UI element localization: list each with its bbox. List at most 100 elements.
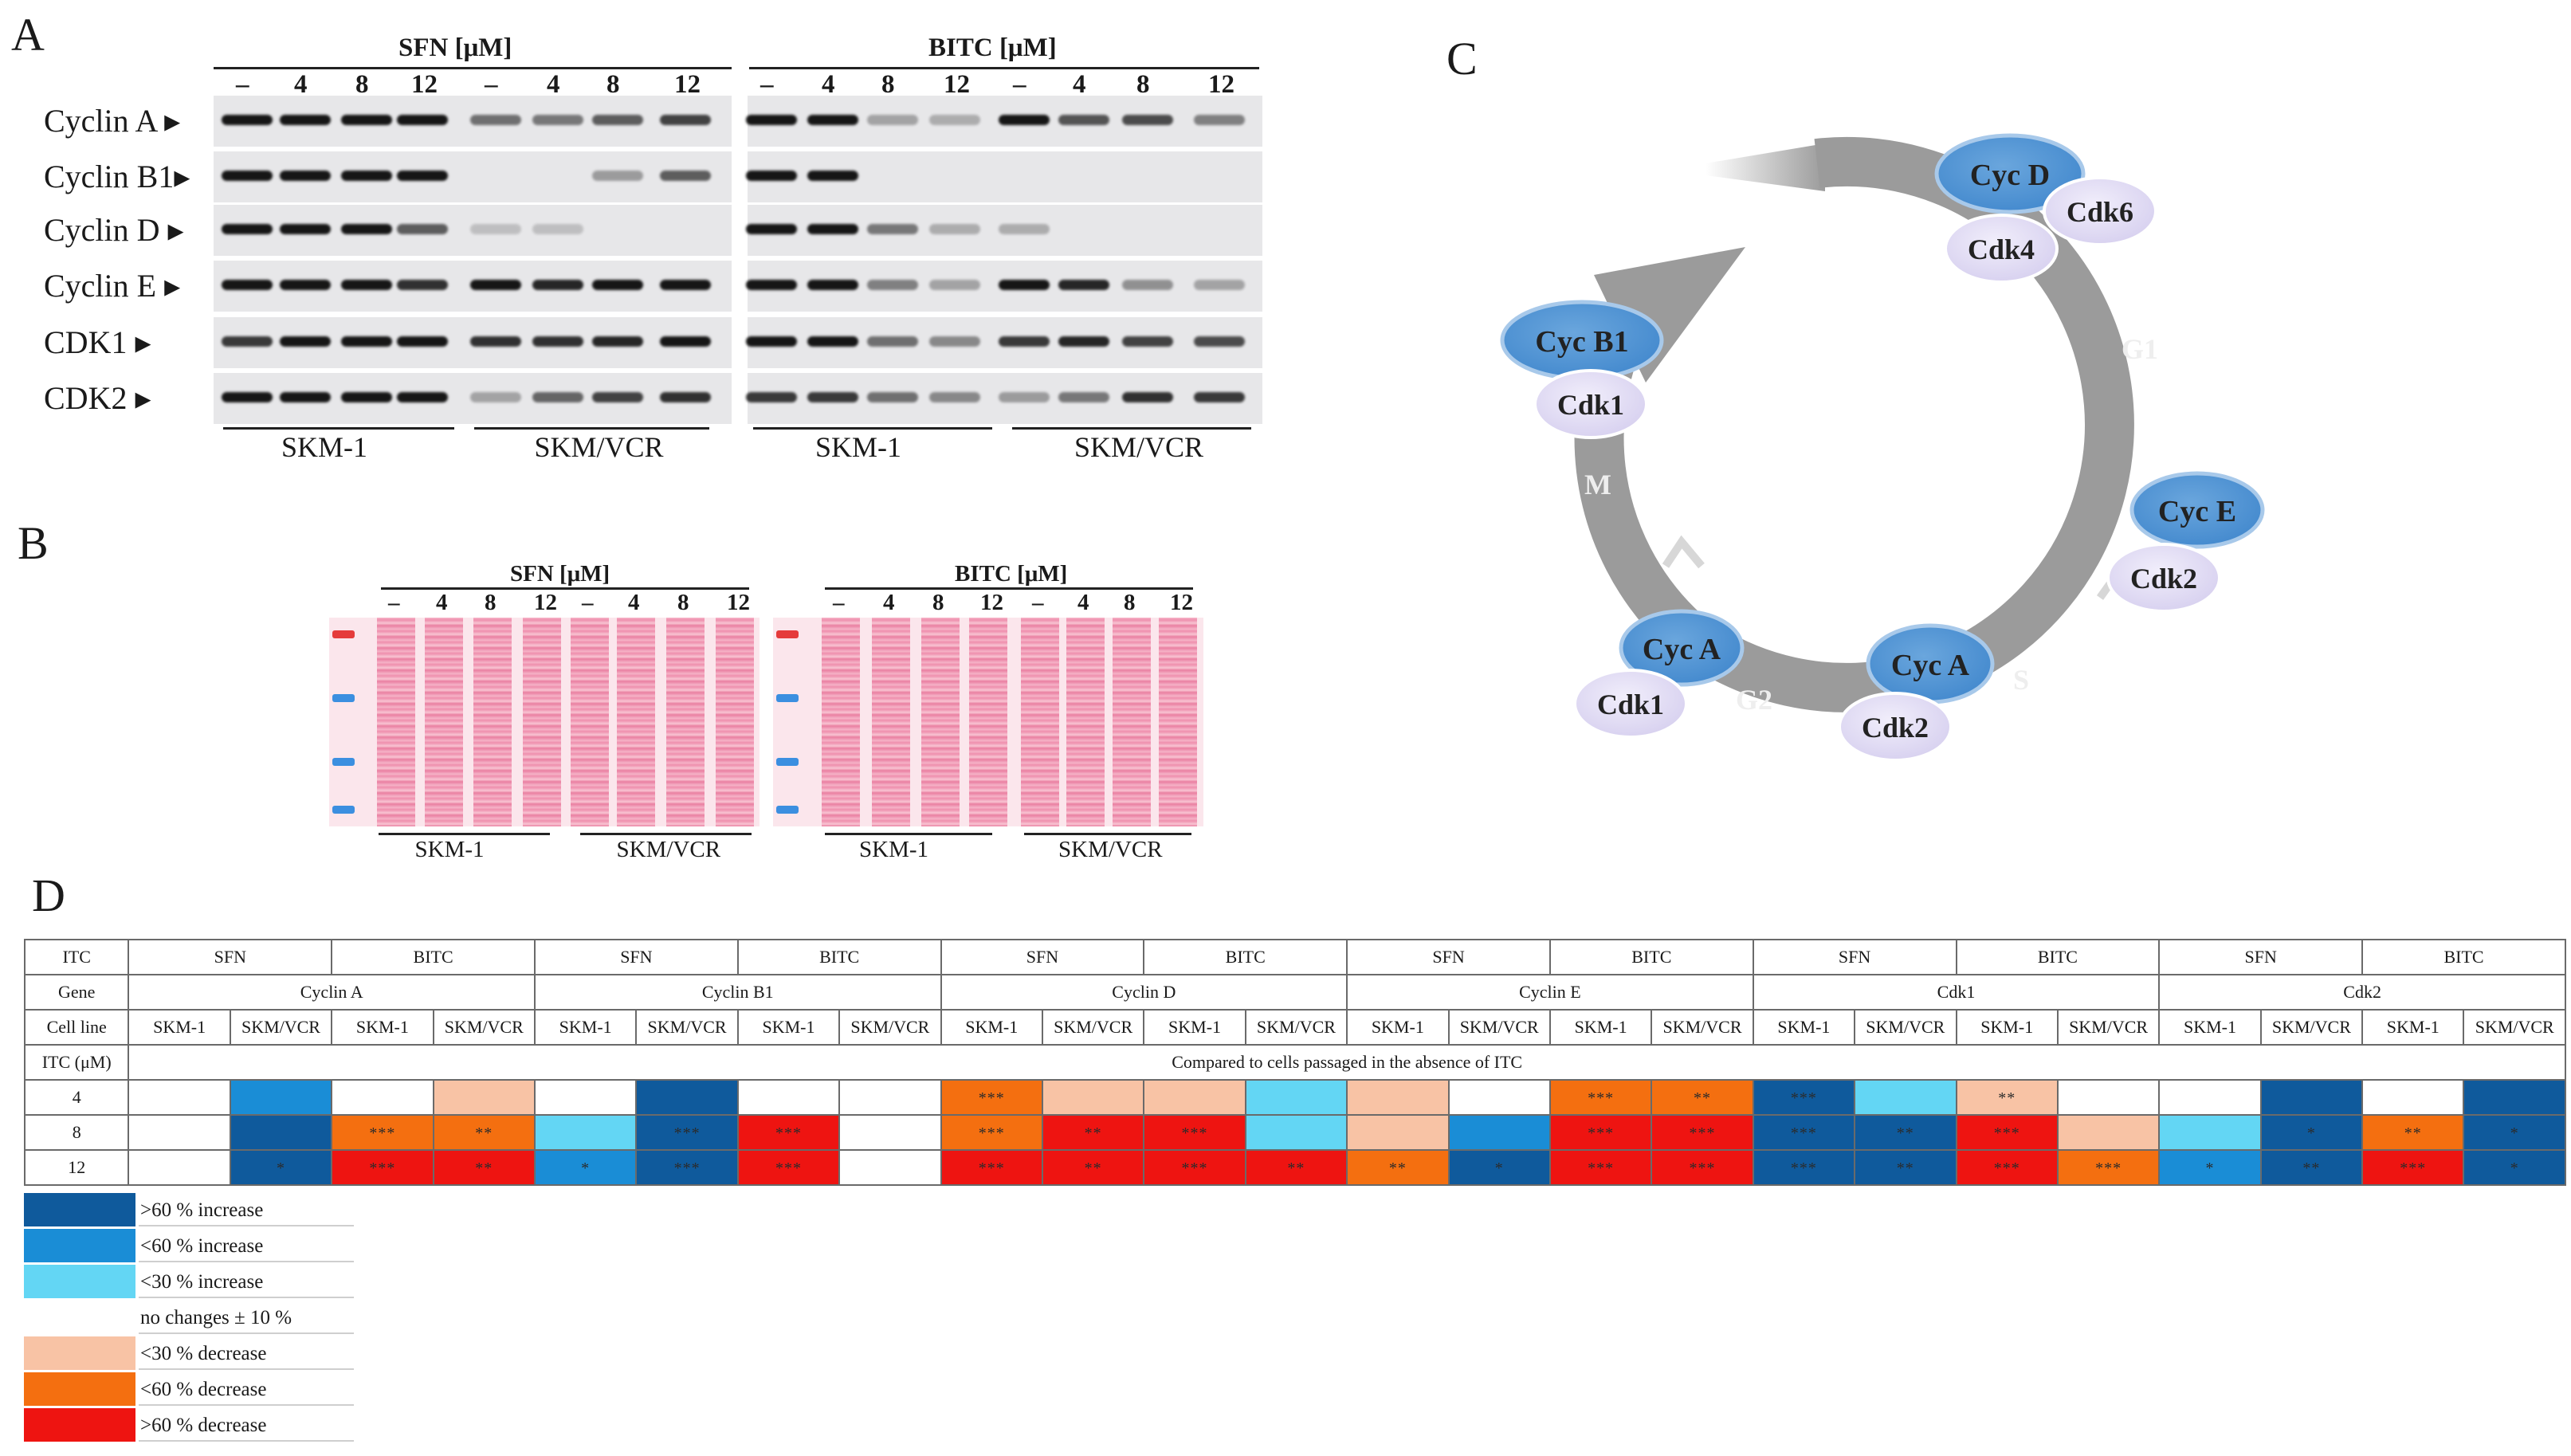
significance-stars: *** (369, 1124, 396, 1142)
legend-swatch (24, 1193, 135, 1226)
gene-header: Cyclin A (128, 974, 536, 1011)
legend-swatch (24, 1301, 135, 1334)
cdk6-node (2043, 176, 2157, 246)
dose-label: – (760, 70, 774, 99)
cell-line-header: SKM-1 (2361, 1009, 2465, 1046)
protein-band (929, 115, 980, 125)
protein-band (929, 336, 980, 347)
heatmap-cell: ** (1651, 1079, 1754, 1116)
dose-label: 8 (606, 70, 620, 99)
ladder-band (776, 806, 799, 814)
legend-swatch (24, 1336, 135, 1370)
stain-lane (473, 618, 512, 826)
stain-lane (921, 618, 960, 826)
heatmap-cell: *** (1752, 1149, 1856, 1186)
protein-band (746, 171, 797, 181)
legend-swatch (24, 1229, 135, 1262)
cell-line-header: SKM/VCR (229, 1009, 333, 1046)
significance-stars: * (276, 1160, 285, 1177)
gene-header: Cyclin B1 (533, 974, 942, 1011)
dose-label: 8 (1124, 590, 1136, 615)
cell-line-rule (825, 833, 992, 835)
phase-label-g2: G2 (1736, 684, 1772, 716)
protein-band (532, 115, 583, 125)
svg-text:Cdk1: Cdk1 (1597, 689, 1664, 720)
svg-text:Cyc D: Cyc D (1970, 159, 2050, 192)
cell-line-rule (474, 427, 709, 430)
heatmap-cell: *** (1752, 1114, 1856, 1151)
ladder-band (776, 630, 799, 638)
significance-stars: *** (1181, 1124, 1208, 1142)
significance-stars: * (2205, 1160, 2215, 1177)
cell-line-header: SKM-1 (533, 1009, 638, 1046)
cdk4-node (1944, 214, 2059, 284)
panel-a-bitc-rule (749, 67, 1259, 69)
heatmap-cell: * (2463, 1149, 2566, 1186)
significance-stars: *** (1790, 1124, 1817, 1142)
row-header: ITC (μM) (23, 1044, 130, 1081)
protein-band (660, 392, 711, 402)
heatmap-cell: ** (1041, 1149, 1145, 1186)
protein-band (280, 224, 331, 234)
phase-label-g1: G1 (2122, 333, 2158, 365)
cell-line-header: SKM-1 (2158, 1009, 2262, 1046)
protein-band (746, 224, 797, 234)
dose-label: 4 (628, 590, 640, 615)
stain-lane (377, 618, 415, 826)
svg-text:Cyc A: Cyc A (1643, 633, 1721, 666)
cell-line-label: SKM-1 (281, 431, 368, 463)
gene-header: Cdk2 (2158, 974, 2566, 1011)
significance-stars: *** (1588, 1089, 1615, 1107)
cdk1-node-m (1533, 369, 1648, 439)
heatmap-cell: *** (635, 1114, 739, 1151)
stain-lane (969, 618, 1007, 826)
heatmap-cell: ** (1854, 1114, 1957, 1151)
dose-cell: 12 (23, 1149, 130, 1186)
significance-stars: ** (1694, 1089, 1711, 1107)
svg-text:Cyc E: Cyc E (2158, 495, 2236, 528)
protein-band (1122, 336, 1173, 347)
itc-header: SFN (2158, 939, 2364, 975)
heatmap-cell (838, 1149, 942, 1186)
legend-label: >60 % decrease (140, 1415, 267, 1436)
stain-lane (1066, 618, 1105, 826)
heatmap-cell (128, 1149, 231, 1186)
phase-label-m: M (1584, 469, 1611, 500)
significance-stars: ** (1896, 1124, 1914, 1142)
stain-lane (716, 618, 754, 826)
table-row: 8************************************* (23, 1114, 2566, 1151)
heatmap-cell (736, 1079, 841, 1116)
heatmap-cell: *** (940, 1079, 1043, 1116)
heatmap-cell: ** (1854, 1149, 1957, 1186)
heatmap-cell: *** (1143, 1114, 1246, 1151)
heatmap-cell: *** (1143, 1149, 1246, 1186)
protein-band (746, 280, 797, 290)
heatmap-cell (229, 1114, 333, 1151)
legend-underline (139, 1225, 354, 1226)
dose-cell: 8 (23, 1114, 130, 1151)
protein-band (929, 280, 980, 290)
protein-label: CDK1 ▸ (44, 324, 151, 360)
heatmap-cell: *** (331, 1114, 434, 1151)
protein-band (999, 115, 1050, 125)
protein-band (807, 280, 858, 290)
protein-band (807, 336, 858, 347)
cell-line-header: SKM-1 (331, 1009, 434, 1046)
dose-label: 4 (547, 70, 560, 99)
cell-line-rule (753, 427, 992, 430)
significance-stars: *** (1181, 1160, 1208, 1177)
significance-stars: *** (673, 1160, 701, 1177)
significance-stars: *** (1993, 1124, 2020, 1142)
cdk1-node-g2 (1573, 669, 1688, 739)
dose-label: – (485, 70, 498, 99)
dose-label: 8 (1136, 70, 1150, 99)
ladder-band (776, 694, 799, 702)
svg-text:Cdk4: Cdk4 (1968, 234, 2035, 265)
protein-band (867, 336, 918, 347)
significance-stars: ** (1896, 1160, 1914, 1177)
protein-band (1058, 115, 1109, 125)
panel-b-sfn-header: SFN [μM] (510, 561, 610, 587)
protein-band (470, 280, 521, 290)
protein-band (929, 392, 980, 402)
